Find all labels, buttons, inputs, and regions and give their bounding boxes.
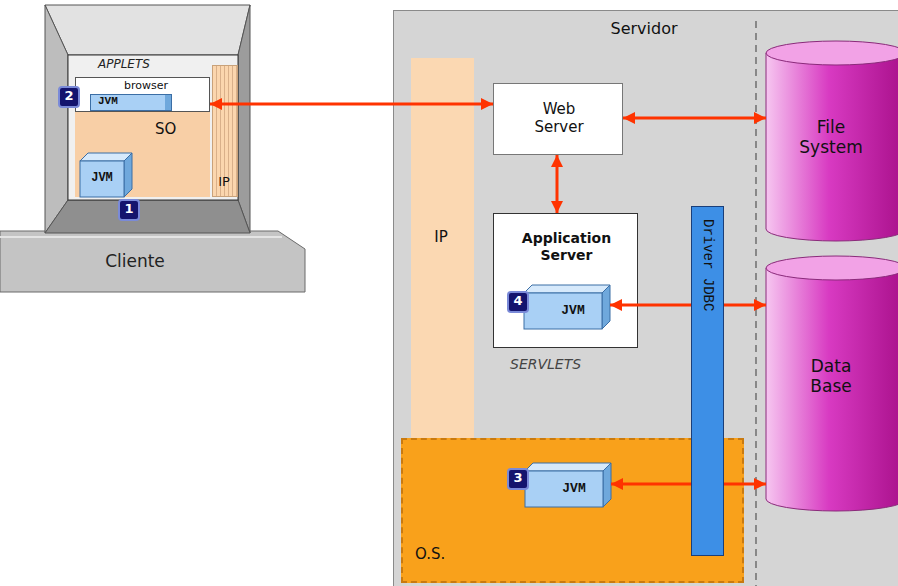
- ip-layer: IP: [212, 65, 238, 197]
- jvm-box: JVM: [90, 94, 172, 111]
- double-arrow: [210, 103, 493, 106]
- callout-number: 3: [507, 468, 529, 490]
- double-arrow: [556, 155, 559, 213]
- label-holder: 2: [58, 86, 80, 108]
- jvm-front: [80, 161, 124, 197]
- node-label: IP: [213, 174, 235, 190]
- shape-part: [45, 200, 250, 233]
- jvm-front: [524, 293, 602, 329]
- server-panel: ServidorIP Web ServerApplication ServerJV…: [393, 10, 898, 586]
- ip-layer: IP: [411, 58, 474, 438]
- double-arrow: [724, 304, 766, 307]
- shape-part: [45, 5, 250, 55]
- double-arrow: [724, 483, 766, 486]
- node-outline: [411, 58, 474, 438]
- base-highlight: [0, 236, 282, 238]
- cylinder-top: [766, 256, 898, 280]
- text-holder: O.S.: [415, 545, 475, 563]
- label-holder: SERVLETS: [510, 356, 581, 372]
- node-label: Cliente: [40, 251, 230, 271]
- shape-part: [124, 153, 132, 197]
- text-holder: Cliente: [40, 251, 230, 271]
- jvm-box: JVM: [525, 463, 611, 507]
- text-holder: browser: [124, 79, 204, 92]
- text-holder: JVM: [82, 171, 122, 185]
- shape-part: [45, 5, 68, 233]
- callout-number: 1: [118, 199, 140, 221]
- jvm-side: [165, 95, 171, 110]
- node-label: JVM: [82, 171, 122, 185]
- text-holder: JVM: [98, 95, 138, 108]
- shape-part: [524, 285, 610, 293]
- double-arrow: [623, 117, 766, 120]
- label-holder: 4: [507, 291, 529, 313]
- text-holder: Data Base: [791, 356, 871, 397]
- database-cylinder: Data Base: [766, 256, 898, 511]
- text-holder: Application Server: [504, 230, 629, 264]
- jvm-front: [525, 471, 603, 507]
- text-holder: IP: [213, 174, 235, 190]
- node-label: JVM: [548, 303, 598, 319]
- shape-part: [238, 5, 250, 233]
- text-holder: SO: [155, 120, 195, 138]
- text-holder: Servidor: [584, 19, 704, 38]
- cylinder-body: [766, 53, 898, 241]
- label-holder: 3: [507, 468, 529, 490]
- shape-part: [603, 463, 611, 507]
- jvm-front: [91, 95, 172, 111]
- node-label: Web Server: [524, 100, 594, 136]
- jvm-box: JVM: [524, 285, 610, 329]
- text-holder: IP: [411, 228, 471, 246]
- node-label: SO: [155, 120, 195, 138]
- jdbc-driver-bar: Driver JDBC: [691, 206, 724, 556]
- label-holder: 1: [118, 199, 140, 221]
- double-arrow: [610, 304, 691, 307]
- layer-label: SERVLETS: [510, 356, 581, 372]
- callout-number: 2: [58, 86, 80, 108]
- callout-number: 4: [507, 291, 529, 313]
- text-holder: File System: [791, 117, 871, 158]
- text-holder: Driver JDBC: [699, 219, 716, 311]
- shape-part: [602, 285, 610, 329]
- file-system-cylinder: File System: [766, 41, 898, 241]
- application-server-box: Application ServerJVM: [493, 213, 638, 348]
- text-holder: JVM: [549, 481, 599, 497]
- label-holder: APPLETS: [98, 57, 150, 71]
- shape-part: [525, 463, 611, 471]
- monitor-screen: [68, 55, 238, 200]
- node-label: Data Base: [791, 356, 871, 397]
- client-computer: Cliente browserJVM SO JVM IP: [0, 5, 308, 292]
- double-arrow: [611, 483, 691, 486]
- cylinder-top: [766, 41, 898, 65]
- text-holder: JVM: [548, 303, 598, 319]
- cylinder-body: [766, 268, 898, 511]
- node-label: O.S.: [415, 545, 475, 563]
- node-label: IP: [411, 228, 471, 246]
- jvm-box: JVM: [80, 153, 132, 197]
- node-label: browser: [124, 79, 204, 92]
- text-holder: Web Server: [524, 100, 594, 136]
- layer-label: APPLETS: [98, 57, 150, 71]
- node-label: Driver JDBC: [699, 219, 716, 311]
- node-label: JVM: [98, 95, 138, 108]
- node-label: File System: [791, 117, 871, 158]
- shape-part: [0, 231, 305, 292]
- node-label: JVM: [549, 481, 599, 497]
- browser-box: browserJVM: [75, 77, 210, 112]
- os-region: SO JVM: [75, 112, 210, 197]
- node-label: Servidor: [584, 19, 704, 38]
- shape-part: [80, 153, 132, 161]
- web-server-box: Web Server: [493, 83, 623, 155]
- node-label: Application Server: [504, 230, 629, 264]
